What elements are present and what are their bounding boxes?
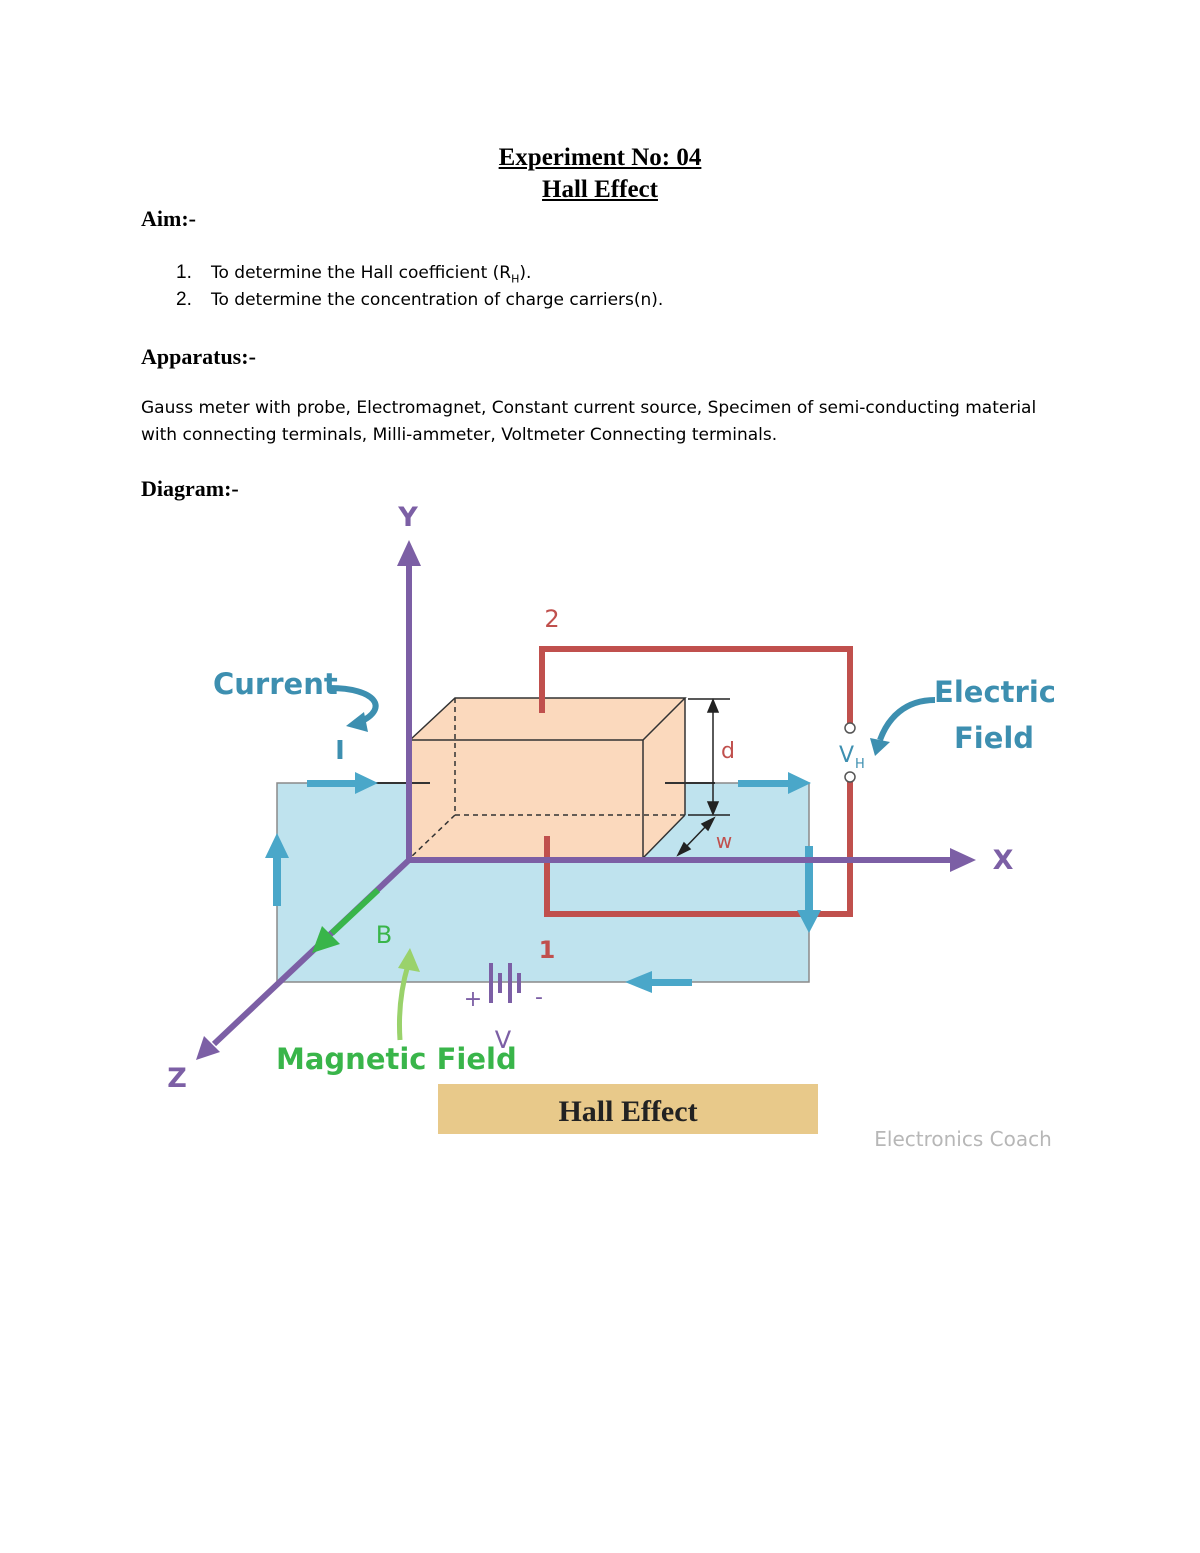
- hall-voltage-label: V: [839, 743, 854, 768]
- diagram-banner: [438, 1084, 818, 1134]
- battery-voltage-label: V: [495, 1026, 512, 1054]
- watermark: Electronics Coach: [874, 1127, 1052, 1151]
- axis-y-label: Y: [397, 502, 418, 533]
- terminal-circle-top: [844, 722, 856, 734]
- hall-circuit: [539, 646, 853, 917]
- battery-plus-label: +: [464, 987, 482, 1012]
- axis-z-label: Z: [167, 1063, 187, 1094]
- terminal-1-label: 1: [539, 936, 556, 964]
- aim-item-subscript: H: [511, 272, 520, 286]
- battery-minus-label: -: [535, 985, 543, 1010]
- current-arrows: [265, 772, 821, 993]
- aim-item-text: To determine the concentration of charge…: [211, 290, 664, 310]
- experiment-title: Hall Effect: [542, 176, 658, 203]
- electric-field-label-line2: Field: [954, 721, 1034, 755]
- battery-symbol: [489, 963, 521, 1003]
- apparatus-text: Gauss meter with probe, Electromagnet, C…: [141, 398, 1037, 445]
- diagram-banner-title: Hall Effect: [558, 1095, 697, 1128]
- dimension-d-marker: [688, 698, 730, 816]
- hall-voltage-subscript: H: [855, 757, 865, 772]
- axis-x-label: X: [993, 845, 1014, 876]
- dimension-d-label: d: [721, 739, 735, 764]
- current-label: Current: [213, 667, 338, 701]
- apparatus-heading: Apparatus:-: [141, 344, 256, 369]
- aim-item-number: 1.: [176, 262, 192, 283]
- aim-item-text: To determine the Hall coefficient (R: [211, 263, 512, 283]
- electric-field-arrow: [877, 697, 936, 742]
- terminal-2-label: 2: [544, 605, 559, 633]
- specimen-block: [409, 697, 687, 859]
- magnetic-vector-b-label: B: [376, 921, 392, 949]
- magnetic-vector-b: [312, 887, 381, 953]
- aim-heading: Aim:-: [141, 206, 196, 231]
- magnetic-field-label: Magnetic Field: [276, 1042, 517, 1076]
- current-curved-arrow: [329, 685, 379, 725]
- aim-item-suffix: ).: [519, 263, 532, 283]
- current-symbol: I: [335, 736, 345, 766]
- terminal-circle-bottom: [844, 771, 856, 783]
- magnetic-field-arrow: [397, 964, 411, 1041]
- electric-field-label-line1: Electric: [934, 675, 1056, 709]
- diagram-heading: Diagram:-: [141, 476, 239, 501]
- aim-item-number: 2.: [176, 289, 192, 310]
- dimension-w-label: w: [716, 829, 732, 853]
- aim-item-2: 2. To determine the concentration of char…: [176, 289, 663, 311]
- aim-item-1: 1. To determine the Hall coefficient (RH)…: [176, 262, 531, 285]
- experiment-number: Experiment No: 04: [498, 144, 702, 171]
- dimension-w-marker: [676, 816, 716, 857]
